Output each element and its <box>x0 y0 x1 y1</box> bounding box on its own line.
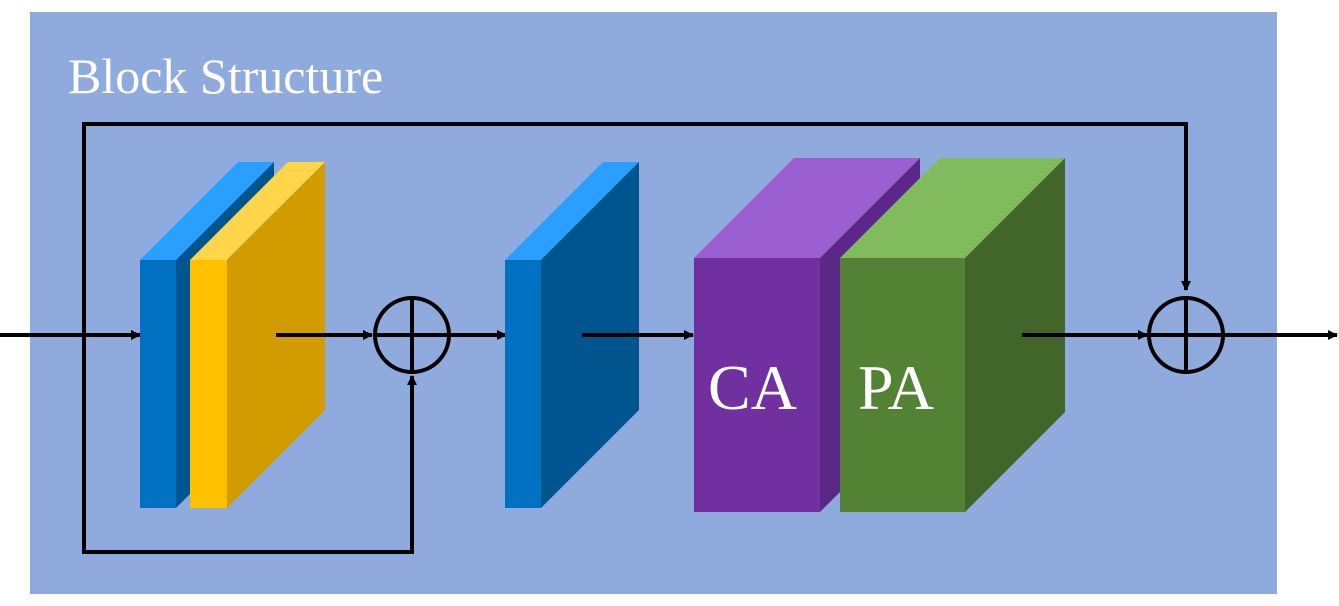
pa-block <box>840 158 1065 512</box>
pa-label: PA <box>858 352 934 423</box>
outer-skip-connection <box>82 122 1191 335</box>
inner-skip-connection <box>82 335 417 554</box>
ca-label: CA <box>708 352 797 423</box>
inner-sum-node <box>373 296 451 374</box>
outer-sum-node <box>1147 296 1225 374</box>
diagram-title: Block Structure <box>68 48 384 104</box>
